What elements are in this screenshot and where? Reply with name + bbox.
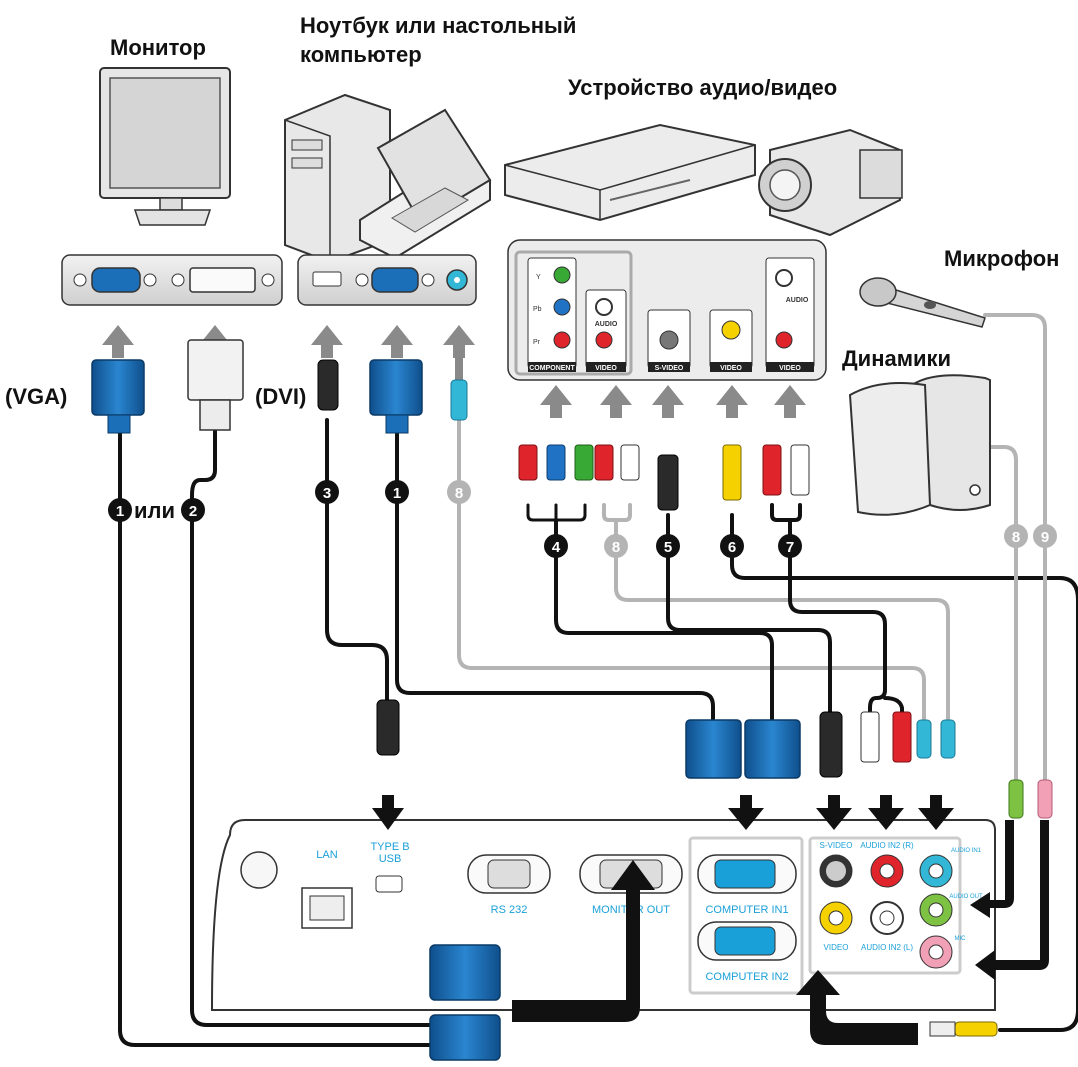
- cable-8-audio-av: [602, 503, 950, 722]
- monitor-title: Монитор: [110, 35, 206, 60]
- audio-rca-plugs: [762, 444, 810, 496]
- port-label-mic: MIC: [955, 936, 967, 942]
- cables: [118, 313, 1078, 1047]
- computer-title-line1: Ноутбук или настольный: [300, 13, 576, 38]
- badge-2-dvi: 2: [189, 503, 197, 520]
- port-label-video: VIDEO: [824, 943, 849, 952]
- dvi-connector: [187, 339, 244, 431]
- svideo-connector-projector: [819, 711, 843, 778]
- yellow-video-plug-bottom: [929, 1021, 998, 1037]
- cable-9-microphone: [983, 313, 1047, 782]
- av-audio-label-b: AUDIO: [786, 297, 809, 304]
- cable-4-component: [554, 518, 774, 722]
- av-pr-label: Pr: [533, 339, 541, 346]
- port-label-type-b: TYPE B: [370, 841, 409, 853]
- cable-3-usb: [325, 418, 389, 702]
- laptop-icon: [359, 108, 492, 260]
- badge-8-av: 8: [612, 539, 620, 556]
- av-video-label-c: VIDEO: [779, 365, 801, 372]
- dvd-player-icon: [504, 123, 756, 222]
- video-plug-yellow: [722, 444, 742, 501]
- cable-number-badges: 1 2 3 1 8 4 8 5 6 7 8 9: [108, 480, 1057, 558]
- av-component-label: COMPONENT: [529, 365, 575, 372]
- computer-title-line2: компьютер: [300, 42, 422, 67]
- av-port-panel: Y Pb Pr COMPONENT VIDEO AUDIO S-VIDEO VI…: [507, 239, 827, 381]
- av-video-label-a: VIDEO: [595, 365, 617, 372]
- audio-jack-computer: [450, 350, 468, 421]
- dvi-side-label: (DVI): [255, 384, 306, 409]
- badge-1-vga: 1: [116, 503, 124, 520]
- usb-connector-top: [317, 359, 339, 411]
- microphone-icon: [859, 277, 986, 328]
- av-video-label-b: VIDEO: [720, 365, 742, 372]
- usb-connector-bottom: [376, 699, 400, 756]
- camcorder-icon: [758, 128, 903, 237]
- cable-1-vga-monitor: [118, 428, 432, 1047]
- av-device-title: Устройство аудио/видео: [568, 75, 837, 100]
- av-svideo-label: S-VIDEO: [655, 365, 684, 372]
- vga-side-label: (VGA): [5, 384, 67, 409]
- badge-7-audio: 7: [786, 539, 794, 556]
- vga-connector-bottom-2: [429, 1014, 501, 1061]
- badge-8-speakers: 8: [1012, 529, 1020, 546]
- vga-connector-monitor: [91, 359, 145, 434]
- av-audio-label: AUDIO: [595, 321, 618, 328]
- cable-4-split: [526, 503, 587, 522]
- computer-port-panel: [297, 254, 477, 306]
- port-label-usb: USB: [379, 853, 402, 865]
- vga-connector-computer: [369, 359, 423, 434]
- cable-6-video: [730, 513, 1078, 1032]
- cable-8-speakers: [988, 445, 1018, 782]
- cable-8-audio-computer: [457, 418, 926, 722]
- vga-connector-bottom-1: [429, 944, 501, 1001]
- or-label: или: [134, 498, 175, 523]
- monitor-port-panel: [61, 254, 283, 306]
- component-plugs: [518, 444, 640, 481]
- port-label-audio-in2-r: AUDIO IN2 (R): [860, 841, 914, 850]
- badge-3-usb: 3: [323, 485, 331, 502]
- av-pb-label: Pb: [533, 306, 542, 313]
- port-label-audio-out: AUDIO OUT: [949, 894, 983, 900]
- speakers-icon: [848, 374, 991, 516]
- badge-1-computer: 1: [393, 485, 401, 502]
- microphone-title: Микрофон: [944, 246, 1059, 271]
- projector-arrows: [372, 795, 1049, 1045]
- badge-8-computer: 8: [455, 485, 463, 502]
- port-label-rs232: RS 232: [491, 904, 528, 916]
- port-label-lan: LAN: [316, 849, 337, 861]
- speakers-title: Динамики: [842, 346, 951, 371]
- badge-9-mic: 9: [1041, 529, 1049, 546]
- port-label-svideo: S-VIDEO: [820, 841, 853, 850]
- port-label-computer-in1: COMPUTER IN1: [705, 904, 788, 916]
- audio-jacks-projector: [916, 719, 1053, 819]
- cable-1-vga-computer: [395, 428, 715, 722]
- port-label-computer-in2: COMPUTER IN2: [705, 971, 788, 983]
- svideo-plug: [657, 454, 679, 511]
- badge-6-video: 6: [728, 539, 736, 556]
- monitor-icon: [99, 67, 231, 226]
- audio-rca-connectors-projector: [860, 711, 912, 763]
- av-y-label: Y: [536, 274, 541, 281]
- badge-4-component: 4: [552, 539, 561, 556]
- vga-connectors-projector: [685, 719, 801, 779]
- cable-7-audio: [770, 503, 904, 717]
- badge-5-svideo: 5: [664, 539, 672, 556]
- port-label-audio-in2-l: AUDIO IN2 (L): [861, 943, 913, 952]
- cable-5-svideo: [666, 513, 832, 717]
- port-label-audio-in1: AUDIO IN1: [951, 848, 982, 854]
- cable-2-dvi: [190, 428, 432, 1027]
- projector-rear-panel: LAN TYPE B USB RS 232 MONITOR OUT COMPUT…: [210, 819, 996, 1011]
